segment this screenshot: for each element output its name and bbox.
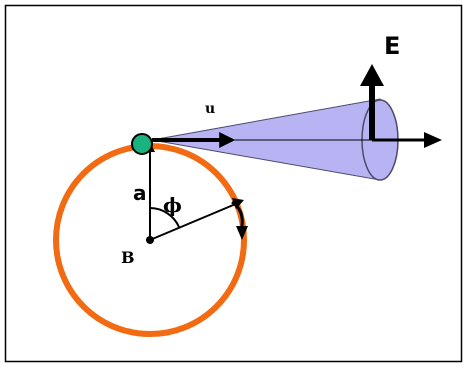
e-field-arrowhead bbox=[360, 64, 384, 86]
diagram-frame bbox=[4, 4, 463, 363]
rotation-arrow bbox=[231, 200, 244, 227]
phi-label: ϕ bbox=[163, 193, 182, 217]
rotation-arrowhead bbox=[236, 226, 248, 240]
rotated-radius-vector bbox=[149, 202, 239, 241]
phi-angle-arc bbox=[149, 207, 180, 228]
velocity-label: u bbox=[205, 101, 215, 117]
center-label: B bbox=[121, 248, 135, 267]
particle bbox=[131, 133, 153, 155]
radius-label: a bbox=[133, 181, 147, 205]
e-field-label: E bbox=[384, 32, 400, 60]
propagation-arrowhead bbox=[424, 132, 442, 148]
center-point bbox=[146, 236, 154, 244]
